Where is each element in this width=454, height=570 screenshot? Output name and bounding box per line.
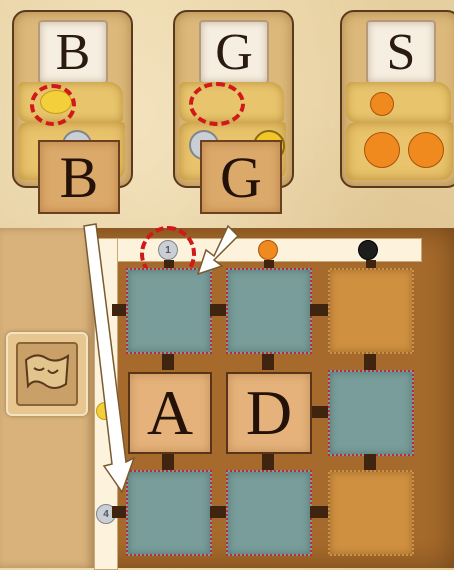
arrow-short [198, 226, 238, 274]
arrow-long [84, 224, 134, 492]
